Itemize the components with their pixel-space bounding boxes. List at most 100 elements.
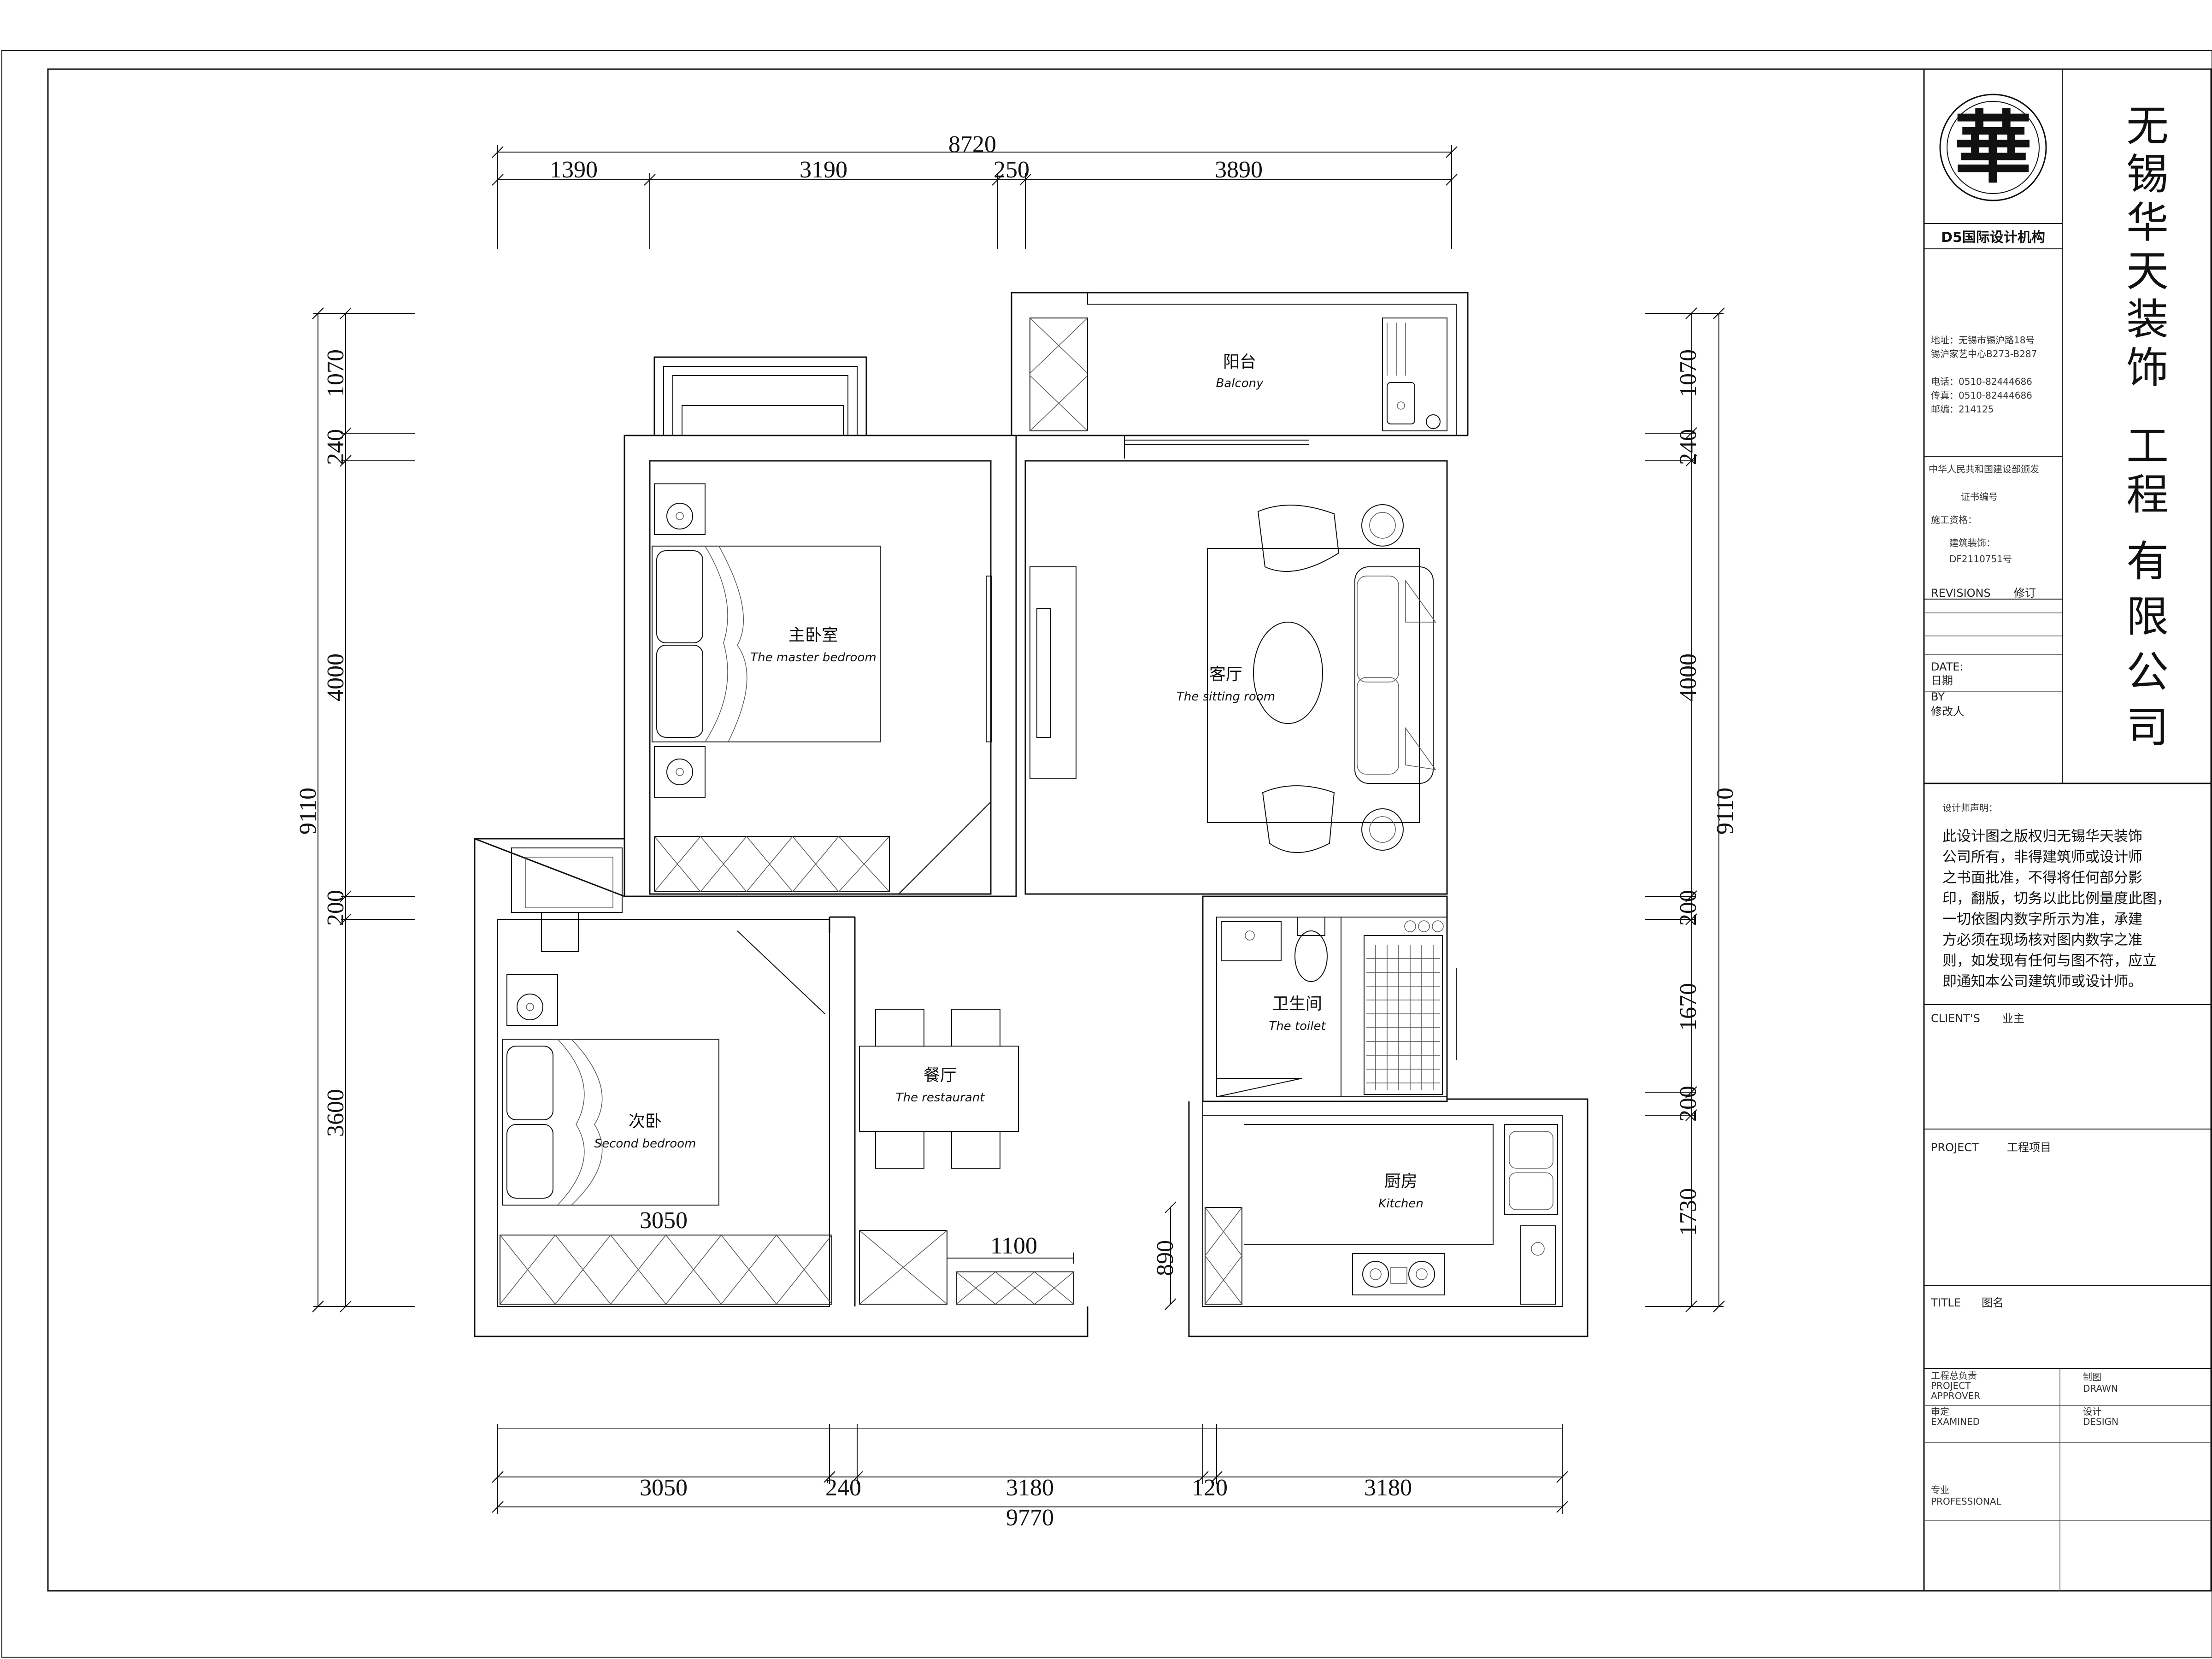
date-label: DATE:	[1931, 660, 1964, 673]
address-line-1: 地址：无锡市锡沪路18号	[1931, 335, 2035, 346]
living-label-cn: 客厅	[1209, 665, 1242, 684]
dim-bottom-total: 9770	[1006, 1505, 1054, 1531]
dining-furniture	[859, 1009, 1074, 1305]
approver-label-cn: 工程总负责	[1931, 1370, 1977, 1381]
design-label-cn: 设计	[2083, 1406, 2101, 1417]
company-char-6: 饰	[2126, 343, 2169, 393]
dim-right-6: 200	[1675, 1086, 1701, 1122]
project-label: PROJECT	[1931, 1141, 1979, 1154]
telephone: 电话：0510-82444686	[1931, 376, 2032, 387]
company-char-5: 装	[2126, 295, 2169, 344]
dim-bed2-width: 3050	[640, 1207, 688, 1234]
by-label-cn: 修改人	[1931, 705, 1964, 718]
dim-top-2: 3190	[800, 157, 847, 183]
dim-bottom-4: 120	[1192, 1475, 1228, 1501]
company-char-10: 限	[2126, 592, 2169, 641]
note-line-8: 即通知本公司建筑师或设计师。	[1942, 973, 2142, 990]
master-label-en: The master bedroom	[750, 651, 876, 665]
dim-right-2: 240	[1675, 429, 1701, 465]
note-line-6: 方必须在现场核对图内数字之准	[1942, 932, 2142, 948]
dim-left-1: 1070	[323, 349, 349, 397]
approver-label-2: APPROVER	[1931, 1390, 1980, 1401]
cert-decoration: 建筑装饰：	[1949, 537, 1995, 548]
master-bedroom-furniture	[652, 483, 992, 894]
note-line-4: 印，翻版，切务以此比例量度此图，	[1942, 890, 2171, 907]
company-char-7: 工	[2126, 422, 2169, 471]
dim-right-5: 1670	[1675, 983, 1701, 1031]
kitchen-label-en: Kitchen	[1378, 1197, 1424, 1211]
dim-left-5: 3600	[323, 1089, 349, 1137]
title-block: 華 D5国际设计机构 无 锡 华 天 装 饰 工 程 有 限 公 司 地址：无锡…	[1924, 69, 2211, 1591]
note-line-2: 公司所有，非得建筑师或设计师	[1942, 849, 2142, 865]
revisions-label: REVISIONS	[1931, 587, 1991, 600]
company-logo: 華	[1939, 94, 2047, 201]
living-label-en: The sitting room	[1177, 690, 1275, 704]
org-name: D5国际设计机构	[1941, 229, 2045, 246]
dim-right-7: 1730	[1675, 1188, 1701, 1236]
dim-right-total: 9110	[1712, 788, 1738, 835]
note-line-3: 之书面批准，不得将任何部分影	[1942, 870, 2142, 886]
bottom-dimensions: 3050 240 3180 120 3180 9770	[492, 1424, 1568, 1531]
dim-right-4: 200	[1675, 890, 1701, 926]
dining-label-en: The restaurant	[896, 1091, 985, 1105]
by-label: BY	[1931, 690, 1945, 703]
address-line-2: 锡沪家艺中心B273-B287	[1931, 348, 2037, 359]
toilet-label-cn: 卫生间	[1272, 994, 1322, 1013]
dim-left-total: 9110	[295, 788, 321, 835]
logo-character: 華	[1954, 102, 2032, 194]
examined-label: EXAMINED	[1931, 1416, 1980, 1427]
dim-top-total: 8720	[948, 131, 996, 158]
second-label-en: Second bedroom	[594, 1137, 696, 1151]
title-label: TITLE	[1930, 1296, 1961, 1309]
project-label-cn: 工程项目	[2007, 1141, 2051, 1154]
client-label-cn: 业主	[2002, 1012, 2024, 1025]
second-bedroom-furniture	[500, 847, 832, 1305]
dim-top-3: 250	[994, 157, 1030, 183]
dim-kitchen-depth: 890	[1152, 1240, 1178, 1276]
revisions-label-cn: 修订	[2014, 587, 2036, 600]
date-label-cn: 日期	[1931, 674, 1953, 687]
balcony-label-cn: 阳台	[1223, 353, 1256, 371]
approver-label-1: PROJECT	[1931, 1380, 1971, 1391]
balcony-furniture	[1030, 318, 1447, 431]
company-char-12: 司	[2126, 703, 2169, 752]
dim-bottom-3: 3180	[1006, 1475, 1054, 1501]
cert-number-label: 证书编号	[1961, 491, 1998, 502]
cert-issuer: 中华人民共和国建设部颁发	[1929, 464, 2039, 475]
examined-label-cn: 审定	[1931, 1406, 1949, 1417]
dim-cabinet-width: 1100	[990, 1233, 1037, 1259]
cert-qualification: 施工资格：	[1931, 514, 1977, 525]
dining-label-cn: 餐厅	[924, 1066, 957, 1085]
dim-top-4: 3890	[1215, 157, 1263, 183]
second-label-cn: 次卧	[629, 1112, 662, 1131]
company-char-11: 公	[2126, 647, 2169, 697]
fax: 传真：0510-82444686	[1931, 390, 2032, 401]
dim-bottom-2: 240	[825, 1475, 861, 1501]
company-name-vertical: 无 锡 华 天 装 饰 工 程 有 限 公 司	[2126, 101, 2169, 752]
cert-number: DF2110751号	[1949, 553, 2012, 565]
company-char-9: 有	[2126, 537, 2169, 586]
drawn-label: DRAWN	[2083, 1383, 2118, 1394]
dim-right-3: 4000	[1675, 653, 1701, 701]
drawn-label-cn: 制图	[2083, 1371, 2101, 1382]
living-room-furniture	[1030, 504, 1436, 853]
company-char-3: 华	[2126, 198, 2169, 247]
top-dimensions: 8720 1390 3190 250 3890	[492, 131, 1458, 249]
dim-right-1: 1070	[1675, 349, 1701, 397]
walls	[474, 292, 1588, 1337]
zip-code: 邮编：214125	[1931, 404, 1994, 415]
company-char-2: 锡	[2126, 150, 2169, 199]
note-line-1: 此设计图之版权归无锡华天装饰	[1942, 828, 2142, 845]
company-char-8: 程	[2126, 470, 2169, 519]
right-dimensions: 1070 240 4000 200 1670 200 1730 9110	[1645, 307, 1738, 1312]
room-labels: 阳台 Balcony 主卧室 The master bedroom 客厅 The…	[594, 353, 1424, 1211]
company-char-1: 无	[2126, 101, 2169, 151]
dim-top-1: 1390	[550, 157, 598, 183]
toilet-fixtures	[1216, 917, 1444, 1097]
balcony-label-en: Balcony	[1216, 377, 1264, 390]
dim-bottom-1: 3050	[640, 1475, 688, 1501]
professional-label: PROFESSIONAL	[1931, 1496, 2002, 1507]
designer-statement-title: 设计师声明：	[1942, 802, 1998, 813]
toilet-label-en: The toilet	[1269, 1019, 1326, 1033]
